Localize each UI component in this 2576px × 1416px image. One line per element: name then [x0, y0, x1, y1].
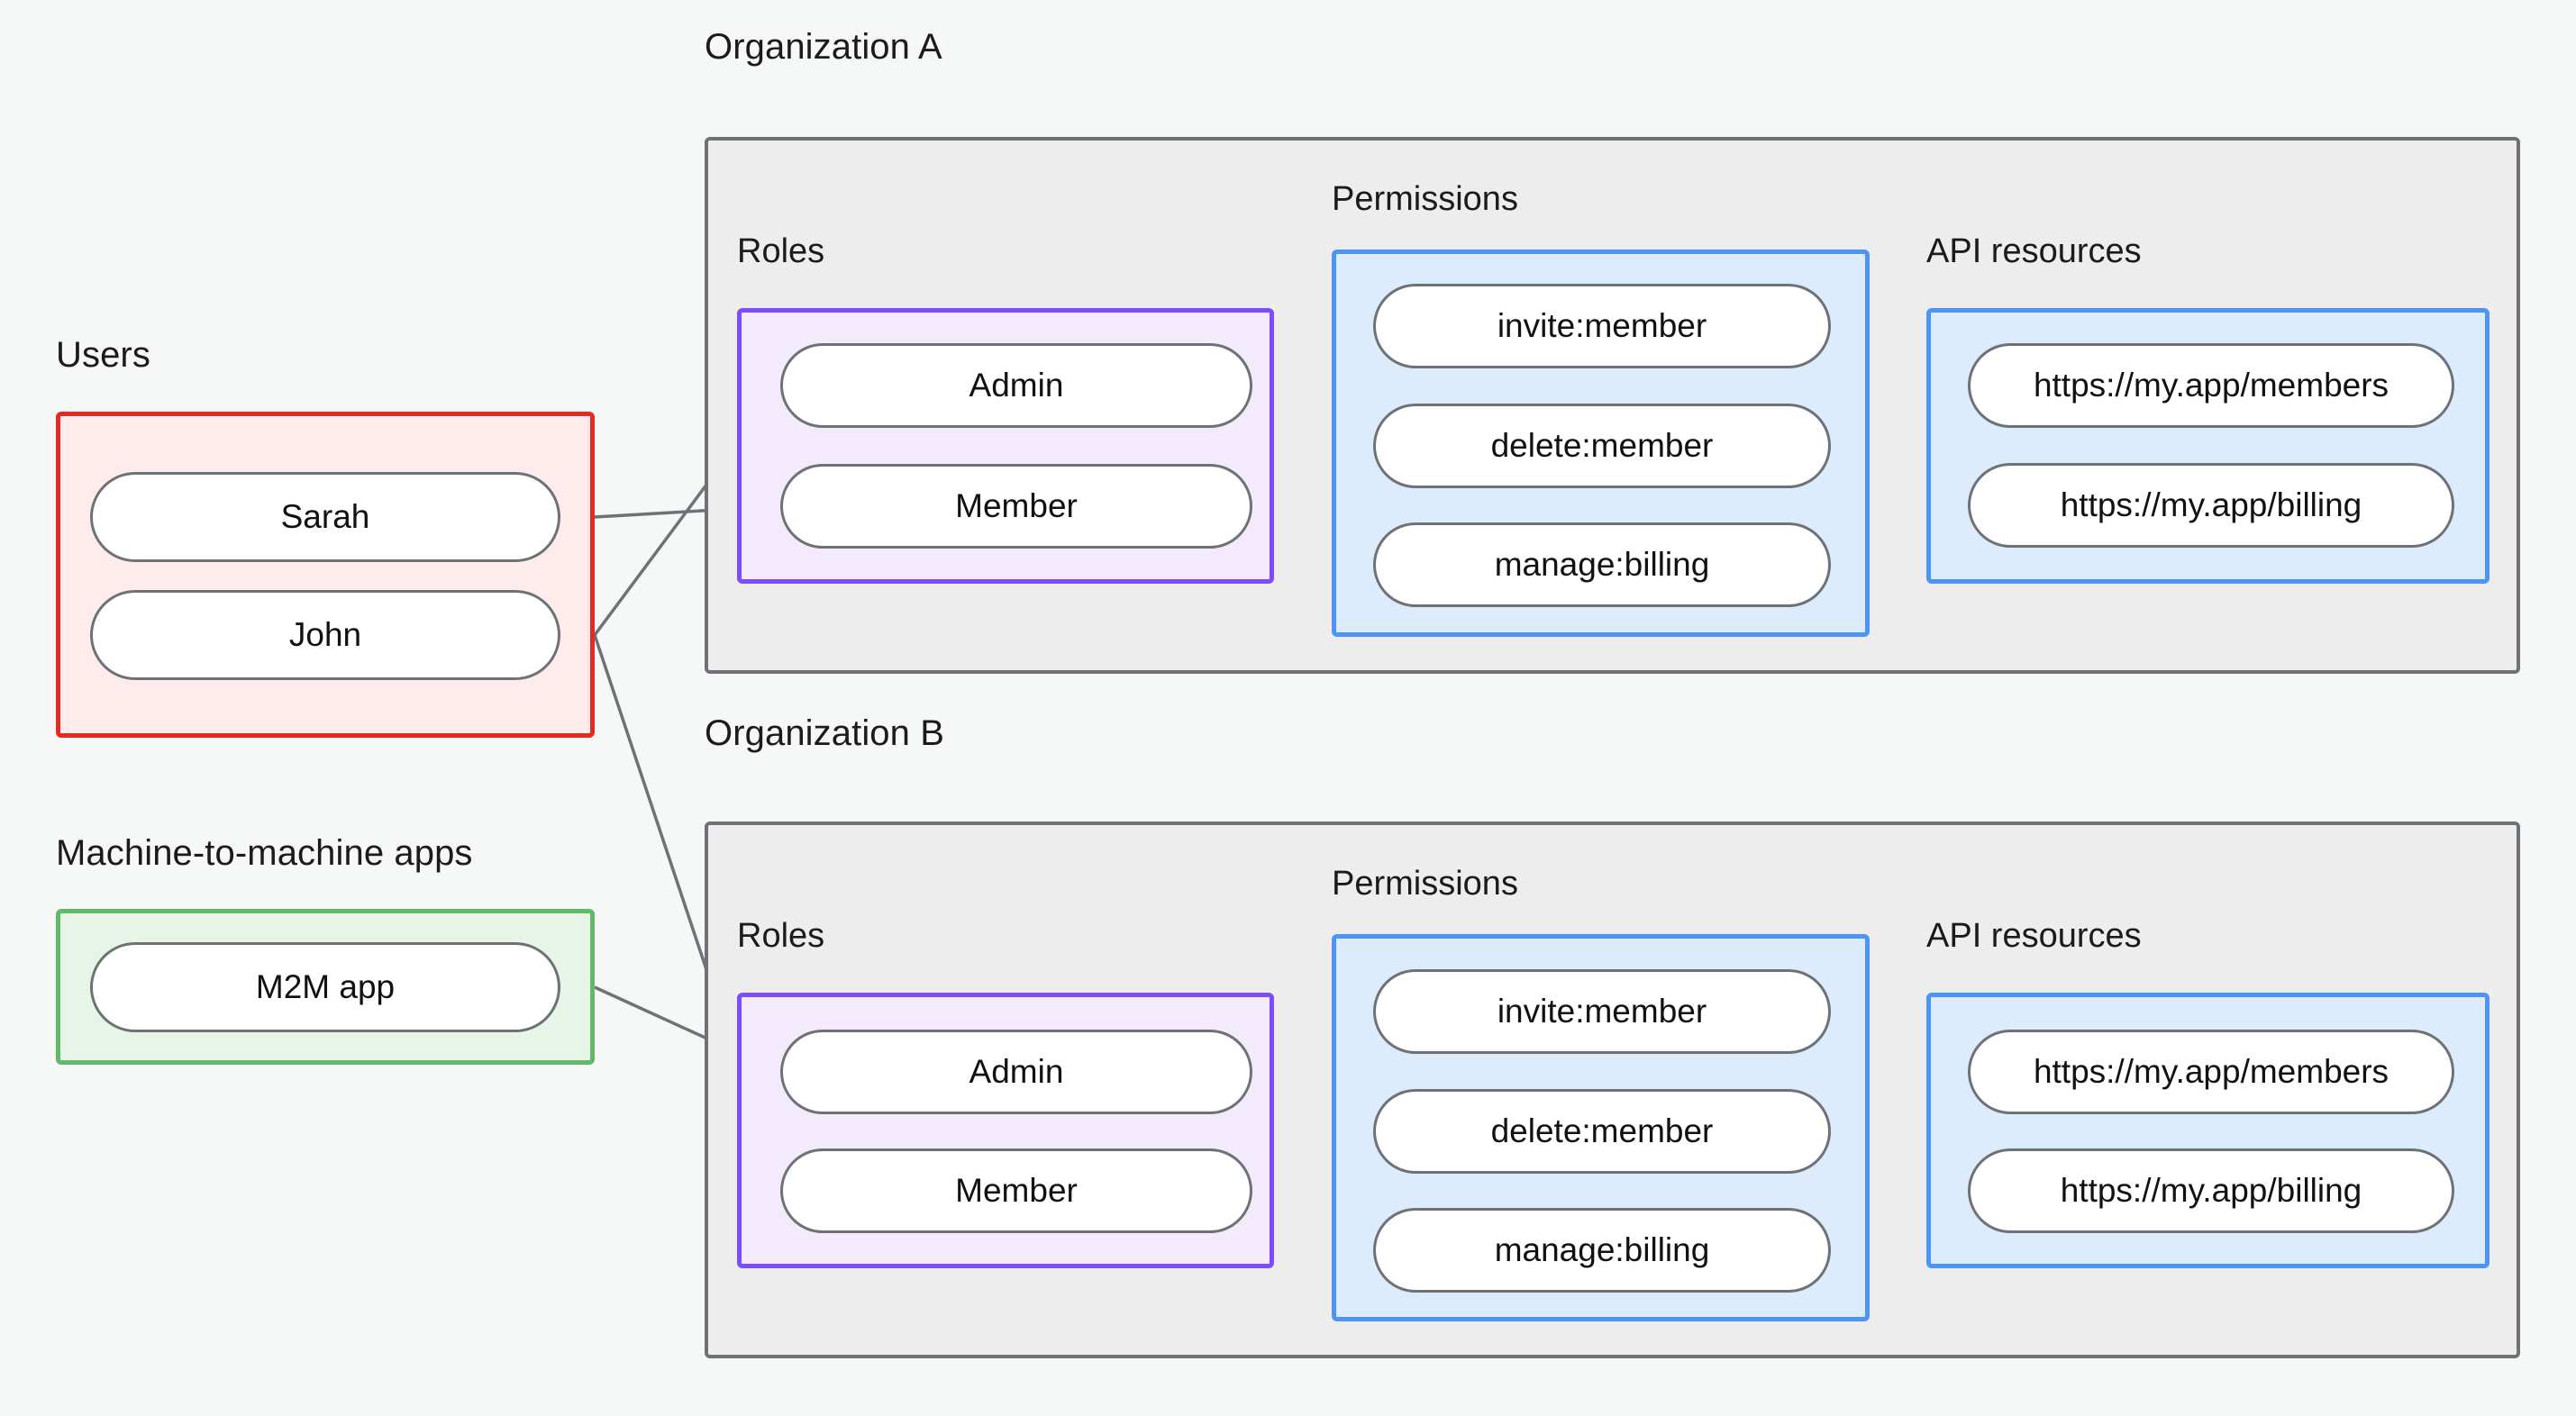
m2m-group-title: Machine-to-machine apps [56, 833, 473, 873]
org-a-role-admin[interactable]: Admin [780, 343, 1252, 428]
users-group-box [56, 412, 595, 738]
org-a-role-member[interactable]: Member [780, 464, 1252, 549]
org-b-title: Organization B [705, 713, 944, 753]
org-a-permission-invite-member[interactable]: invite:member [1373, 284, 1831, 368]
users-group-title: Users [56, 335, 150, 375]
org-b-permission-manage-billing[interactable]: manage:billing [1373, 1208, 1831, 1293]
org-a-api-label: API resources [1926, 232, 2142, 270]
org-a-api-resource-billing[interactable]: https://my.app/billing [1968, 463, 2454, 548]
m2m-node-app[interactable]: M2M app [90, 942, 560, 1032]
org-a-permission-delete-member[interactable]: delete:member [1373, 404, 1831, 488]
org-b-api-resource-members[interactable]: https://my.app/members [1968, 1030, 2454, 1114]
org-b-api-resource-billing[interactable]: https://my.app/billing [1968, 1148, 2454, 1233]
org-b-permission-invite-member[interactable]: invite:member [1373, 969, 1831, 1054]
org-b-permissions-label: Permissions [1332, 865, 1518, 903]
user-node-sarah[interactable]: Sarah [90, 472, 560, 562]
org-a-permissions-label: Permissions [1332, 180, 1518, 218]
org-b-permission-delete-member[interactable]: delete:member [1373, 1089, 1831, 1174]
org-b-roles-label: Roles [737, 917, 825, 955]
org-a-roles-label: Roles [737, 232, 825, 270]
org-b-role-admin[interactable]: Admin [780, 1030, 1252, 1114]
org-b-api-label: API resources [1926, 917, 2142, 955]
user-node-john[interactable]: John [90, 590, 560, 680]
org-a-permission-manage-billing[interactable]: manage:billing [1373, 522, 1831, 607]
org-b-role-member[interactable]: Member [780, 1148, 1252, 1233]
org-a-title: Organization A [705, 27, 942, 67]
org-a-api-resource-members[interactable]: https://my.app/members [1968, 343, 2454, 428]
